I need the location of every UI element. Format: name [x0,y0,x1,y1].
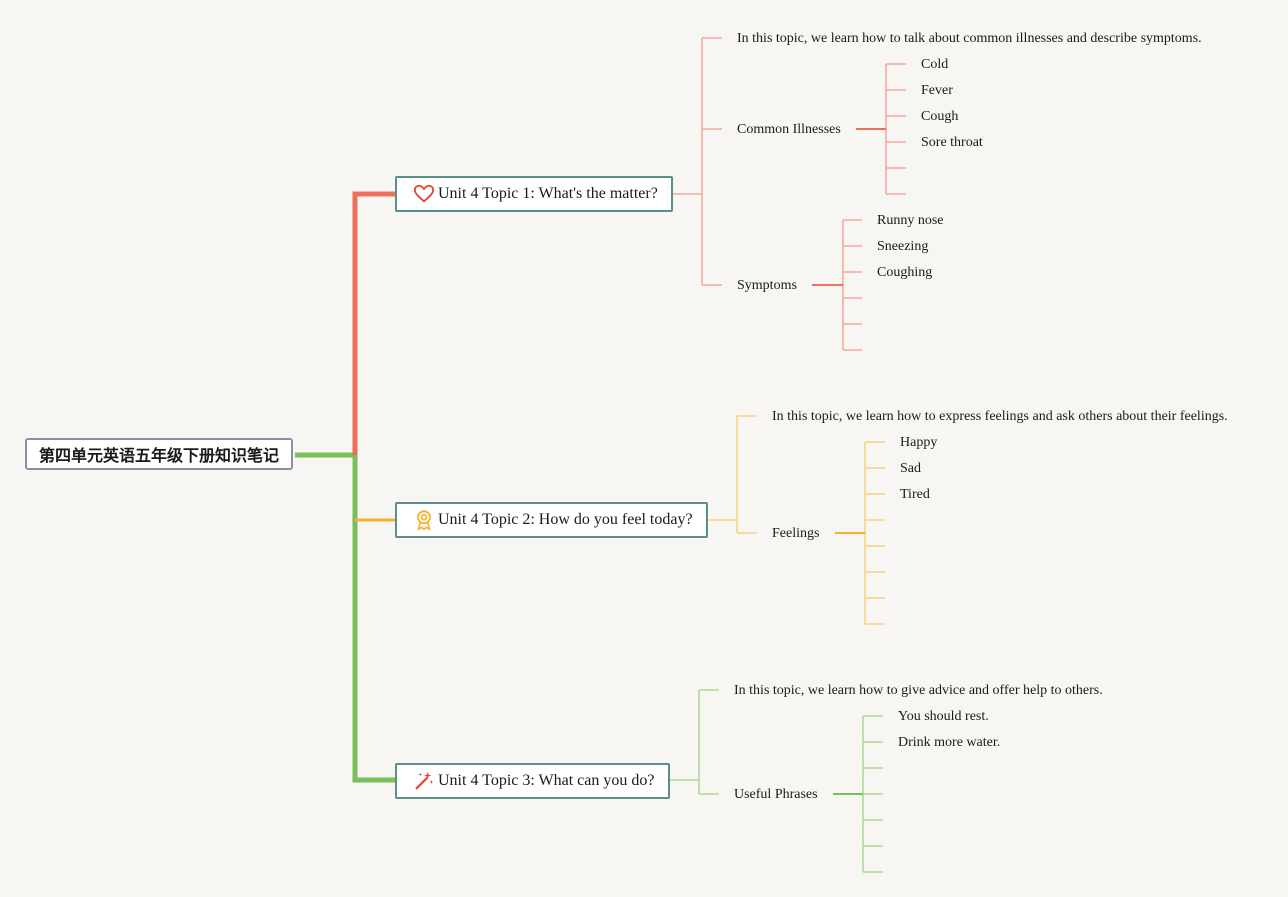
list-item[interactable]: Runny nose [877,213,944,228]
heart-icon [413,183,435,205]
list-item[interactable]: Sore throat [921,135,983,150]
topic-3-node[interactable]: Unit 4 Topic 3: What can you do? [395,763,670,799]
list-item[interactable]: Tired [900,487,930,502]
root-label: 第四单元英语五年级下册知识笔记 [38,446,279,465]
list-item[interactable]: Cold [921,57,949,72]
list-item[interactable]: Coughing [877,265,933,280]
list-item[interactable]: Sad [900,461,921,476]
magic-wand-icon [413,770,435,792]
list-item[interactable]: Sneezing [877,239,929,254]
topic-3-title: Unit 4 Topic 3: What can you do? [438,772,655,789]
group-common-illnesses[interactable]: Common Illnesses [737,122,841,137]
topic-3-intro: In this topic, we learn how to give advi… [734,683,1103,698]
list-item[interactable]: Cough [921,109,959,124]
topic-1-intro: In this topic, we learn how to talk abou… [737,31,1202,46]
topic-2-intro: In this topic, we learn how to express f… [772,409,1228,424]
group-symptoms[interactable]: Symptoms [737,278,797,293]
group-useful-phrases[interactable]: Useful Phrases [734,787,818,802]
root-node[interactable]: 第四单元英语五年级下册知识笔记 [25,438,293,470]
topic-2-title: Unit 4 Topic 2: How do you feel today? [438,511,693,528]
award-ribbon-icon [413,509,435,531]
list-item[interactable]: Happy [900,435,938,450]
topic-2-node[interactable]: Unit 4 Topic 2: How do you feel today? [395,502,708,538]
list-item[interactable]: Fever [921,83,953,98]
list-item[interactable]: Drink more water. [898,735,1001,750]
topic-1-title: Unit 4 Topic 1: What's the matter? [438,185,658,202]
group-feelings[interactable]: Feelings [772,526,820,541]
topic-1-node[interactable]: Unit 4 Topic 1: What's the matter? [395,176,673,212]
list-item[interactable]: You should rest. [898,709,989,724]
